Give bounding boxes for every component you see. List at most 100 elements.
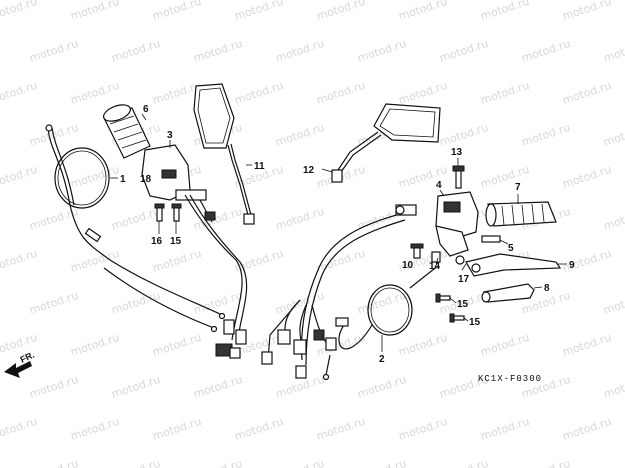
right-wiring-harness (261, 213, 406, 379)
pivot-pin (481, 235, 501, 243)
watermark-text: motod.ru (28, 205, 80, 233)
watermark-text: motod.ru (69, 415, 121, 443)
watermark-text: motod.ru (274, 289, 326, 317)
watermark-text: motod.ru (28, 37, 80, 65)
watermark-text: motod.ru (151, 331, 203, 359)
callout-14: 14 (429, 261, 441, 272)
watermark-text: motod.ru (28, 457, 80, 468)
left-switch-housing (141, 144, 248, 341)
callout-8: 8 (544, 283, 550, 294)
watermark-text: motod.ru (192, 37, 244, 65)
watermark-text: motod.ru (69, 79, 121, 107)
watermark-text: motod.ru (0, 0, 39, 23)
callout-15-left: 15 (170, 236, 182, 247)
watermark-text: motod.ru (356, 37, 408, 65)
watermark-text: motod.ru (397, 0, 449, 23)
watermark-text: motod.ru (397, 415, 449, 443)
brake-lever (465, 253, 562, 277)
watermark-text: motod.ru (479, 331, 531, 359)
callout-13: 13 (451, 147, 463, 158)
watermark-text: motod.ru (69, 163, 121, 191)
watermark-text: motod.ru (192, 373, 244, 401)
watermark-text: motod.ru (69, 331, 121, 359)
watermark-text: motod.ru (0, 79, 39, 107)
watermark-text: motod.ru (438, 37, 490, 65)
watermark-text: motod.ru (602, 373, 625, 401)
callout-15-right-upper: 15 (457, 299, 469, 310)
watermark-text: motod.ru (520, 37, 572, 65)
leader-lines (110, 113, 567, 352)
callout-5: 5 (508, 243, 514, 254)
watermark-text: motod.ru (0, 415, 39, 443)
watermark-text: motod.ru (520, 121, 572, 149)
watermark-text: motod.ru (602, 289, 625, 317)
watermark-text: motod.ru (561, 0, 613, 23)
watermark-text: motod.ru (151, 415, 203, 443)
diagram-code: KC1X-F0300 (478, 374, 542, 384)
watermark-text: motod.ru (110, 373, 162, 401)
throttle-cable (45, 124, 226, 333)
watermark-text: motod.ru (520, 457, 572, 468)
watermark-text: motod.ru (356, 289, 408, 317)
callouts: 1 2 3 4 5 6 7 8 9 10 11 12 13 14 15 15 1… (120, 104, 575, 365)
watermark-text: motod.ru (356, 457, 408, 468)
watermark-text: motod.ru (479, 0, 531, 23)
arrow-left-icon (4, 361, 32, 378)
watermark-text: motod.ru (356, 373, 408, 401)
watermark-text: motod.ru (315, 79, 367, 107)
watermark-text: motod.ru (438, 457, 490, 468)
watermark-text: motod.ru (561, 163, 613, 191)
watermark-text: motod.ru (192, 457, 244, 468)
watermark-text: motod.ru (28, 373, 80, 401)
callout-15-right-lower: 15 (469, 317, 481, 328)
direction-label: FR. (19, 350, 36, 365)
left-bolt-leaders (158, 221, 177, 234)
callout-6: 6 (143, 104, 149, 115)
watermark-text: motod.ru (233, 79, 285, 107)
left-connectors (215, 319, 247, 359)
callout-12: 12 (303, 165, 315, 176)
watermark-text: motod.ru (602, 37, 625, 65)
callout-2: 2 (379, 354, 385, 365)
watermark-text: motod.ru (397, 331, 449, 359)
lever-cover (481, 283, 535, 303)
callout-17: 17 (458, 274, 470, 285)
watermark-text: motod.ru (69, 0, 121, 23)
watermark-text: motod.ru (479, 163, 531, 191)
watermark-text: motod.ru (0, 163, 39, 191)
watermark-text: motod.ru (397, 79, 449, 107)
watermark-text: motod.ru (602, 121, 625, 149)
callout-10: 10 (402, 260, 414, 271)
front-direction-indicator: FR. (4, 350, 36, 378)
watermark-text: motod.ru (479, 415, 531, 443)
watermark-text: motod.ru (274, 121, 326, 149)
watermark-text: motod.ru (561, 331, 613, 359)
watermark-text: motod.ru (233, 415, 285, 443)
watermark-text: motod.ru (602, 205, 625, 233)
watermark-text: motod.ru (0, 247, 39, 275)
callout-18: 18 (140, 174, 152, 185)
callout-7: 7 (515, 182, 521, 193)
watermark-text: motod.ru (28, 289, 80, 317)
watermark-text: motod.ru (274, 205, 326, 233)
callout-3: 3 (167, 130, 173, 141)
watermark-text: motod.ru (151, 0, 203, 23)
callout-9: 9 (569, 260, 575, 271)
watermark-text: motod.ru (151, 247, 203, 275)
left-grip (103, 104, 151, 159)
callout-11: 11 (254, 161, 265, 172)
callout-4: 4 (436, 180, 442, 191)
watermark-text: motod.ru (110, 457, 162, 468)
watermark-text: motod.ru (110, 37, 162, 65)
watermark-text: motod.ru (110, 289, 162, 317)
watermark-text: motod.ru (315, 0, 367, 23)
watermark-text: motod.ru (479, 79, 531, 107)
watermark-text: motod.ru (69, 247, 121, 275)
watermark-text: motod.ru (274, 37, 326, 65)
watermark-text: motod.ru (561, 415, 613, 443)
callout-1: 1 (120, 174, 126, 185)
watermark-text: motod.ru (110, 205, 162, 233)
left-mirror (193, 83, 255, 225)
left-bolts (154, 203, 182, 222)
